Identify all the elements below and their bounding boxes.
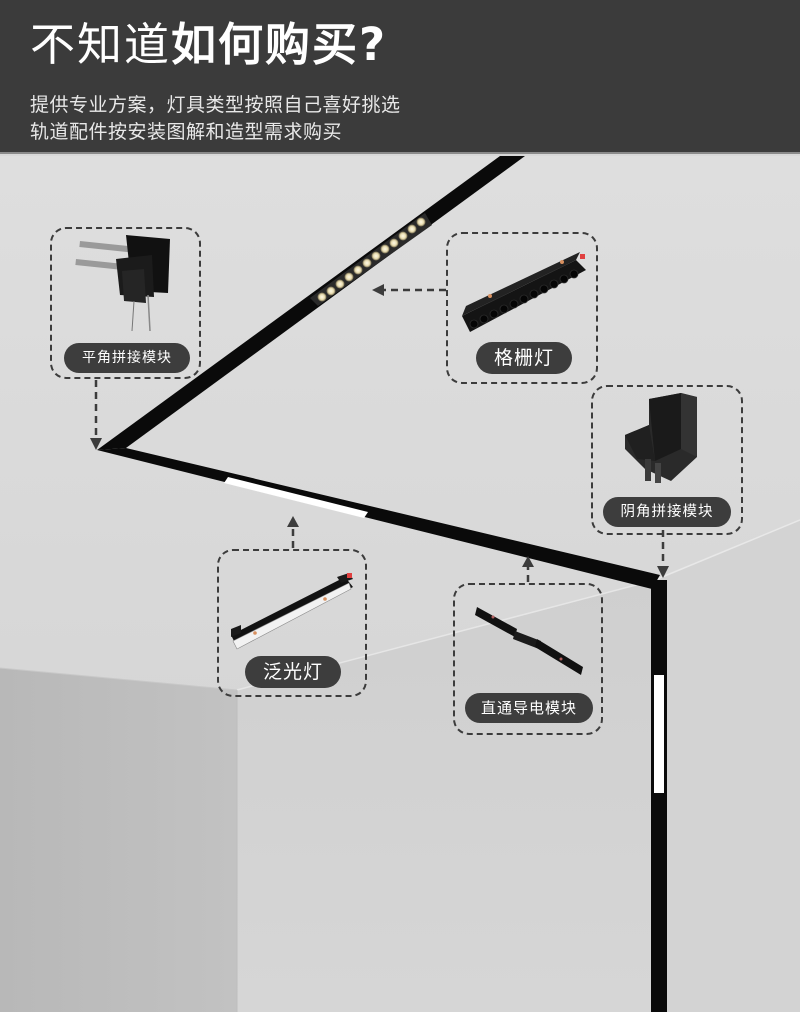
flood-light-strip [224,477,368,518]
grille-light-icon [462,252,586,332]
title-bold: 如何购买? [171,18,388,71]
product-label: 直通导电模块 [465,693,593,723]
arrow-up-icon [522,556,534,567]
title-light: 不知道 [30,18,172,71]
product-card-flood-light[interactable]: 泛光灯 [217,549,367,697]
product-card-straight-connector-module[interactable]: 直通导电模块 [453,583,603,735]
subtitle-line-2: 轨道配件按安装图解和造型需求购买 [30,121,343,143]
product-label: 格栅灯 [476,342,572,374]
straight-connector-icon [475,607,583,675]
arrow-left-icon [372,284,384,296]
arrow-down-icon [90,438,102,450]
product-card-flat-corner-module[interactable]: 平角拼接模块 [50,227,201,379]
arrow-down-icon [657,566,669,578]
product-card-grille-light[interactable]: 格栅灯 [446,232,598,384]
flood-light-icon [231,573,353,650]
product-label: 阴角拼接模块 [603,497,731,527]
subtitle-line-1: 提供专业方案，灯具类型按照自己喜好挑选 [30,94,401,116]
arrow-up-icon [287,516,299,527]
inner-corner-connector-icon [625,393,697,483]
product-card-inner-corner-module[interactable]: 阴角拼接模块 [591,385,743,535]
page-subtitle: 提供专业方案，灯具类型按照自己喜好挑选 轨道配件按安装图解和造型需求购买 [30,92,401,146]
product-label: 泛光灯 [245,656,341,688]
header-banner: 不知道如何购买? 提供专业方案，灯具类型按照自己喜好挑选 轨道配件按安装图解和造… [0,0,800,154]
grille-light-leds [310,213,432,306]
room-scene: 平角拼接模块 格栅灯 [0,156,800,1012]
flat-corner-connector-icon [75,235,170,332]
track-vertical [651,580,667,1012]
room-illustration [0,156,800,1012]
product-label: 平角拼接模块 [64,343,190,373]
vertical-light-strip [654,675,664,793]
page-title: 不知道如何购买? [30,22,387,67]
